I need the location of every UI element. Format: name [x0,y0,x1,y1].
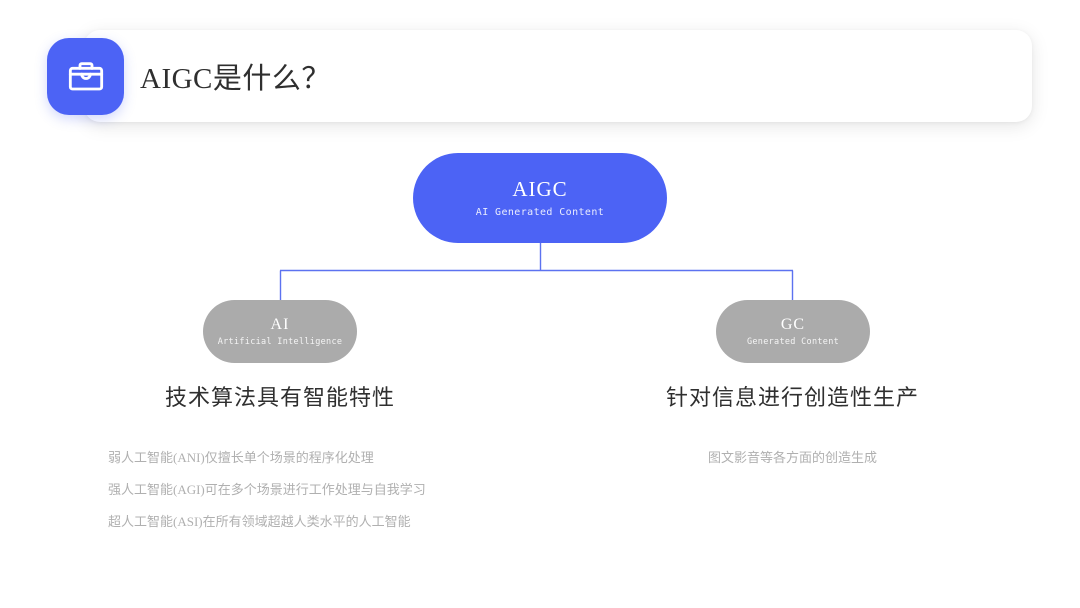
node-ai-title: AI [270,316,290,334]
node-aigc-title: AIGC [512,176,568,201]
column-gc-heading: 针对信息进行创造性生产 [665,385,919,410]
column-ai-line: 超人工智能(ASI)在所有领域超越人类水平的人工智能 [108,514,411,529]
node-aigc[interactable]: AIGC AI Generated Content [413,153,667,243]
header-card [84,30,1032,122]
node-aigc-subtitle: AI Generated Content [475,207,605,219]
node-gc[interactable]: GC Generated Content [716,300,870,363]
page-title: AIGC是什么？ [140,63,331,95]
node-ai-subtitle: Artificial Intelligence [217,336,343,347]
column-ai-line: 强人工智能(AGI)可在多个场景进行工作处理与自我学习 [108,482,426,497]
column-gc: 针对信息进行创造性生产 图文影音等各方面的创造生成 [640,380,945,474]
column-gc-lines: 图文影音等各方面的创造生成 [640,442,945,474]
node-ai[interactable]: AI Artificial Intelligence [203,300,357,363]
column-ai: 技术算法具有智能特性 弱人工智能(ANI)仅擅长单个场景的程序化处理 强人工智能… [85,380,475,538]
briefcase-glyph [68,61,103,90]
column-ai-lines: 弱人工智能(ANI)仅擅长单个场景的程序化处理 强人工智能(AGI)可在多个场景… [85,442,475,538]
node-gc-subtitle: Generated Content [746,336,840,347]
column-ai-heading: 技术算法具有智能特性 [164,385,395,410]
briefcase-icon [47,38,124,115]
column-ai-line: 弱人工智能(ANI)仅擅长单个场景的程序化处理 [108,450,374,465]
column-gc-line: 图文影音等各方面的创造生成 [707,450,877,465]
node-gc-title: GC [780,316,806,334]
